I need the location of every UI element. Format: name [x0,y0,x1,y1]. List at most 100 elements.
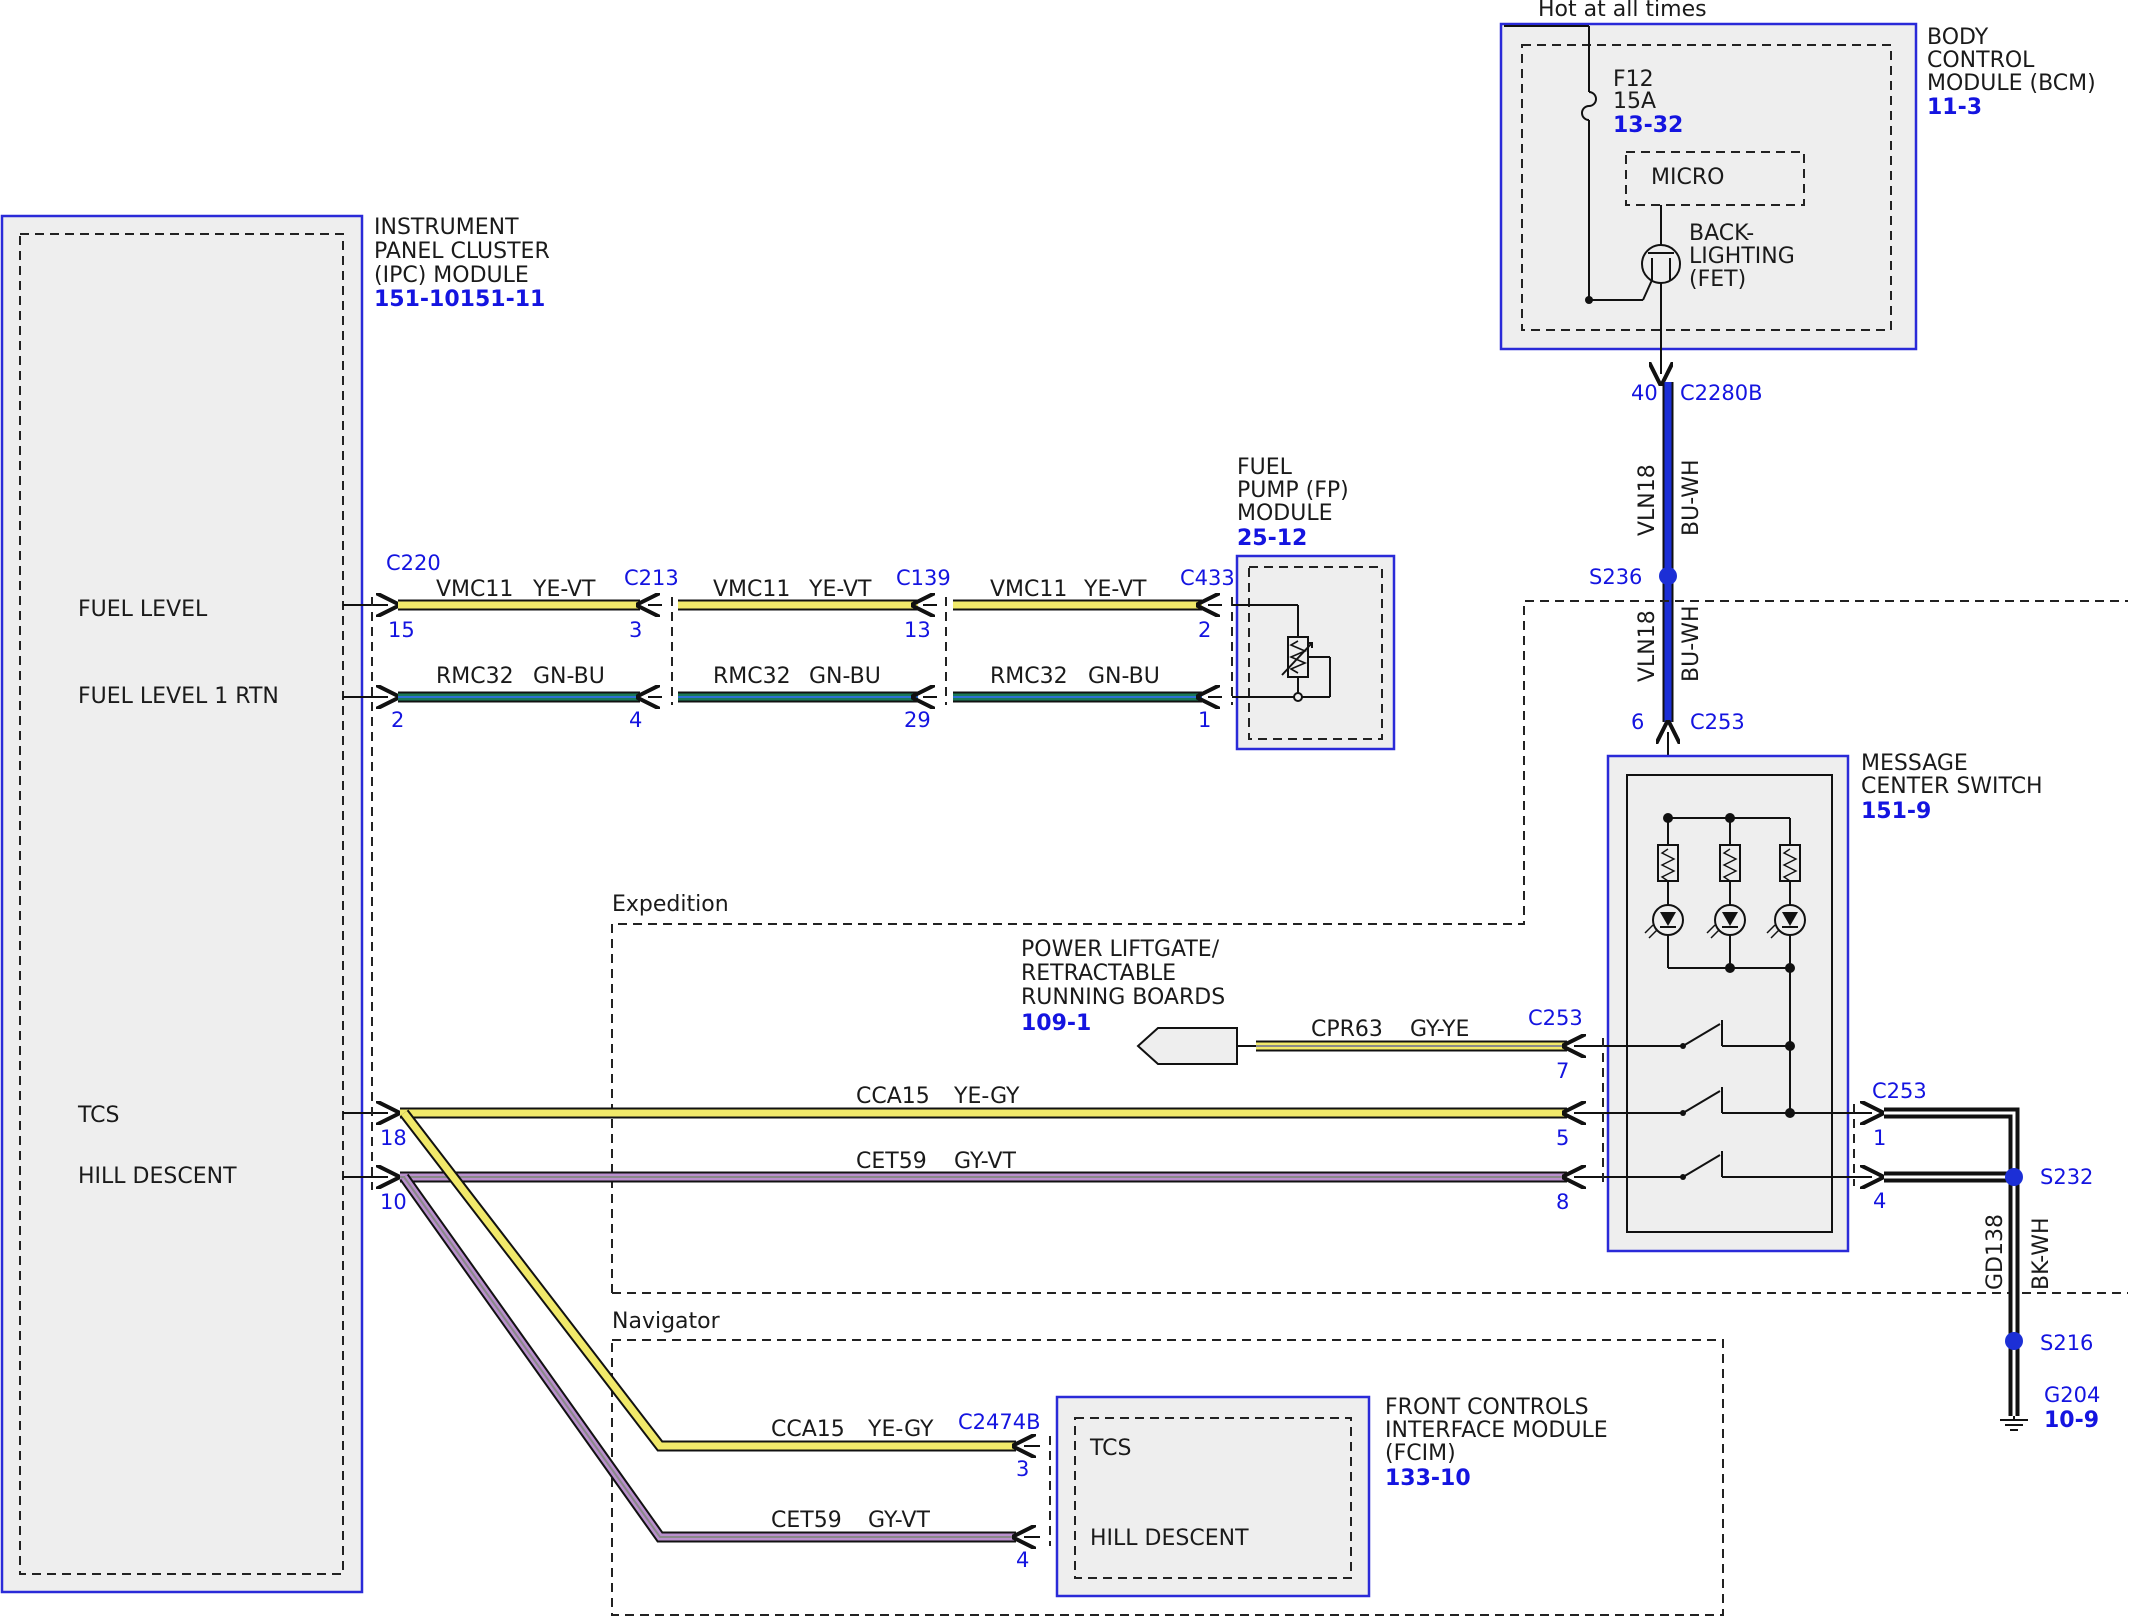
liftgate-ref-link[interactable]: 109-1 [1021,1011,1091,1036]
splice-s232[interactable] [2005,1168,2023,1186]
color-buwh-a: BU-WH [1679,459,1704,536]
ipc-label-3: (IPC) MODULE [374,263,529,288]
circuit-vln18-b: VLN18 [1635,610,1660,682]
color-bkwh: BK-WH [2029,1217,2054,1290]
fcim-module[interactable] [1055,1395,1371,1598]
circuit-vmc11-a: VMC11 [436,577,513,602]
connector-c433: C433 [1180,566,1235,590]
bcm-module[interactable] [1499,22,1918,351]
splice-s232-label: S232 [2040,1165,2093,1189]
splice-s216-label: S216 [2040,1331,2093,1355]
connector-c220: C220 [386,551,441,575]
fcim-pin-hill-descent: HILL DESCENT [1090,1526,1249,1551]
fuse-rating: 15A [1613,89,1656,114]
fcim-ref-link[interactable]: 133-10 [1385,1466,1471,1491]
circuit-vmc11-b: VMC11 [713,577,790,602]
region-expedition-label: Expedition [612,892,729,917]
connector-c213: C213 [624,566,679,590]
pin-40: 40 [1631,381,1658,405]
message-center-switch[interactable] [1606,754,1850,1253]
navigator-cca15-wire[interactable] [399,1109,1016,1452]
fp-label-3: MODULE [1237,501,1333,526]
fp-ref-link[interactable]: 25-12 [1237,526,1307,551]
hot-at-all-times: Hot at all times [1538,0,1707,22]
fet-icon [1641,244,1681,301]
pin-3-c2474b: 3 [1016,1457,1029,1481]
ipc-pin-hill-descent: HILL DESCENT [78,1164,237,1189]
backlighting-label-2: LIGHTING [1689,244,1795,269]
ipc-pin-fuel-level: FUEL LEVEL [78,597,208,622]
pin-2-c220: 2 [391,708,404,732]
color-yegy-b: YE-GY [867,1417,934,1442]
pin-2-c433: 2 [1198,618,1211,642]
fcim-label-2: INTERFACE MODULE [1385,1418,1608,1443]
color-gyye: GY-YE [1410,1017,1469,1042]
fuse-ref-link[interactable]: 13-32 [1613,113,1683,138]
pin-29: 29 [904,708,931,732]
connector-c253-liftgate: C253 [1528,1006,1583,1030]
pin-5: 5 [1556,1126,1569,1150]
color-gyvt-a: GY-VT [954,1149,1016,1174]
fuel-pump-module[interactable] [1235,554,1396,751]
pin-4: 4 [629,708,642,732]
msg-ref-link[interactable]: 151-9 [1861,799,1931,824]
ground-icon [2000,1416,2028,1431]
fp-label-1: FUEL [1237,455,1293,480]
circuit-rmc32-c: RMC32 [990,664,1068,689]
circuit-vln18-a: VLN18 [1635,464,1660,536]
liftgate-connector-icon[interactable] [1136,1027,1238,1065]
bcm-ref-link[interactable]: 11-3 [1927,95,1982,120]
circuit-vmc11-c: VMC11 [990,577,1067,602]
ground-ref-link[interactable]: 10-9 [2044,1408,2099,1433]
connector-c139: C139 [896,566,951,590]
ipc-label-2: PANEL CLUSTER [374,239,550,264]
color-gnbu-b: GN-BU [809,664,881,689]
circuit-cpr63: CPR63 [1311,1017,1383,1042]
color-yevt-c: YE-VT [1083,577,1147,602]
pin-1-c253: 1 [1873,1126,1886,1150]
ipc-ref-link[interactable]: 151-10151-11 [374,287,545,312]
pin-10: 10 [380,1190,407,1214]
pin-4-c253: 4 [1873,1189,1886,1213]
micro-label: MICRO [1651,165,1724,190]
circuit-cca15-b: CCA15 [771,1417,845,1442]
connector-c253-top: C253 [1690,710,1745,734]
backlighting-label-1: BACK- [1689,221,1754,246]
color-yevt-a: YE-VT [532,577,596,602]
msg-label-1: MESSAGE [1861,751,1968,776]
connector-c253-ground: C253 [1872,1079,1927,1103]
bcm-label-2: CONTROL [1927,48,2035,73]
pin-15: 15 [388,618,415,642]
liftgate-label-2: RETRACTABLE [1021,961,1176,986]
circuit-cet59-b: CET59 [771,1508,842,1533]
region-navigator [611,1339,1724,1616]
region-navigator-label: Navigator [612,1309,721,1334]
pin-6: 6 [1631,710,1644,734]
ipc-label-1: INSTRUMENT [374,215,519,240]
pin-8: 8 [1556,1190,1569,1214]
pin-7: 7 [1556,1059,1569,1083]
color-gyvt-b: GY-VT [868,1508,930,1533]
msg-label-2: CENTER SWITCH [1861,774,2043,799]
ipc-module[interactable] [0,214,364,1594]
gd138-wire[interactable] [1884,1107,2020,1416]
bcm-label-1: BODY [1927,25,1989,50]
fcim-label-3: (FCIM) [1385,1441,1456,1466]
color-gnbu-a: GN-BU [533,664,605,689]
circuit-cca15-a: CCA15 [856,1084,930,1109]
splice-s216[interactable] [2005,1332,2023,1350]
circuit-rmc32-a: RMC32 [436,664,514,689]
backlight-led-array-icon [1644,813,1806,1113]
fuse-name: F12 [1613,67,1654,92]
pin-18: 18 [380,1126,407,1150]
fcim-pin-tcs: TCS [1089,1436,1131,1461]
color-buwh-b: BU-WH [1679,605,1704,682]
liftgate-label-1: POWER LIFTGATE/ [1021,937,1220,962]
navigator-cet59-wire[interactable] [399,1173,1016,1543]
color-yegy-a: YE-GY [953,1084,1020,1109]
fuel-level-sender-icon [1232,604,1331,702]
ipc-pin-tcs: TCS [77,1103,119,1128]
liftgate-label-3: RUNNING BOARDS [1021,985,1225,1010]
splice-s236[interactable] [1659,567,1677,585]
